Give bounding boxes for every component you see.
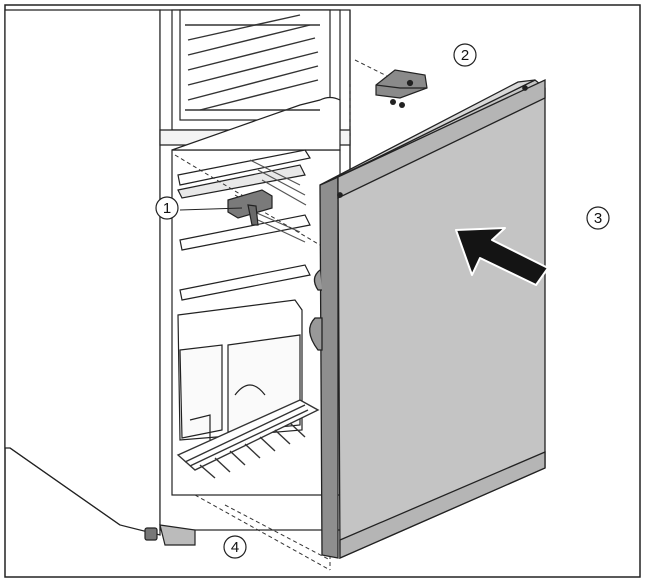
hinge-bracket-icon — [227, 189, 273, 226]
shelf-middle — [179, 214, 311, 251]
callout-1: 1 — [155, 196, 179, 220]
callout-label: 1 — [163, 200, 171, 217]
push-arrow-icon — [455, 227, 549, 286]
door-bin-lower — [309, 317, 323, 351]
door-top-edge — [319, 79, 536, 186]
cabinet-foot — [144, 527, 158, 541]
door-bottom-cap — [339, 451, 546, 559]
callout-2: 2 — [453, 43, 477, 67]
shelf-top-edge — [177, 164, 306, 199]
callout-label: 2 — [461, 47, 469, 64]
middle-hinge-assembly — [227, 189, 273, 226]
cabinet-side-panel — [4, 9, 161, 536]
door-hinge-hole — [337, 192, 343, 198]
door-bin-upper — [313, 269, 322, 291]
top-hinge-assembly — [375, 69, 428, 108]
cabinet-bottom-edge — [9, 447, 121, 526]
bottom-hinge — [144, 524, 196, 546]
callout-circle — [155, 196, 179, 220]
door-side-edge — [319, 175, 339, 559]
fridge-door — [309, 78, 546, 559]
callout-circle — [223, 535, 247, 559]
bottom-grille — [176, 399, 320, 479]
shelf-top — [177, 149, 311, 186]
callout-label: 3 — [594, 210, 602, 227]
hinge-bracket-icon — [375, 69, 428, 99]
callout-4: 4 — [223, 535, 247, 559]
door-hinge-hole — [522, 85, 528, 91]
callout-circle — [586, 206, 610, 230]
callout-label: 4 — [231, 539, 239, 556]
crisper-left — [179, 344, 223, 439]
door-top-cap — [337, 78, 546, 200]
freezer-wire-shelf — [185, 14, 320, 111]
screw-icon — [390, 99, 405, 108]
callout-3: 3 — [586, 206, 610, 230]
door-front-panel — [337, 79, 546, 559]
shelf-lower — [179, 264, 311, 301]
callout-circle — [453, 43, 477, 67]
fridge-shelves — [177, 149, 311, 301]
callout-1-leader — [179, 207, 243, 211]
